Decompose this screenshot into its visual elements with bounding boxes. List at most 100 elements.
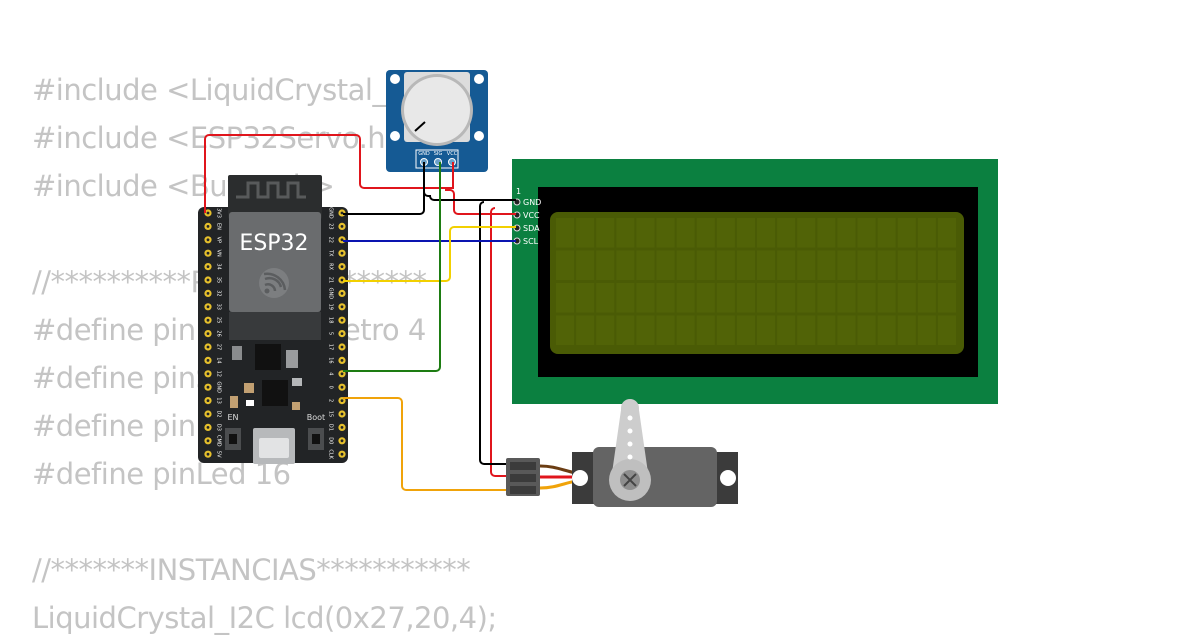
esp32-pin-label: 0	[328, 386, 334, 389]
potentiometer-pin-label: SIG	[434, 151, 443, 157]
lcd-cell	[917, 283, 936, 313]
lcd-cell	[576, 250, 595, 280]
esp32-pin-label: RX	[328, 263, 334, 270]
boot-label: Boot	[307, 413, 325, 422]
lcd-cell	[817, 250, 836, 280]
lcd-cell	[917, 218, 936, 248]
lcd-cell	[736, 315, 755, 345]
esp32-pin-label: 18	[328, 317, 334, 323]
lcd-cell	[857, 315, 876, 345]
lcd-cell	[656, 283, 675, 313]
esp32-pin-label: 26	[216, 330, 222, 336]
lcd-cell	[797, 218, 816, 248]
code-line: #include <ESP32Servo.h>	[32, 121, 409, 155]
lcd-cell	[757, 250, 776, 280]
wire-lcd-sda	[343, 226, 516, 282]
lcd-cell	[937, 315, 956, 345]
esp32-pin-label: GND	[328, 207, 334, 219]
lcd-cell	[636, 250, 655, 280]
esp32-pin-label: 13	[216, 397, 222, 403]
servo-motor[interactable]	[506, 399, 738, 507]
lcd-cell	[817, 315, 836, 345]
esp32-pin-label: 34	[216, 263, 222, 269]
lcd-cell	[716, 218, 735, 248]
lcd-cell	[636, 315, 655, 345]
lcd-cell	[837, 283, 856, 313]
lcd-cell	[917, 250, 936, 280]
lcd-cell	[837, 250, 856, 280]
lcd-cell	[817, 283, 836, 313]
lcd-cell	[716, 283, 735, 313]
potentiometer-module[interactable]: GND SIG VCC	[386, 70, 488, 172]
esp32-pin-label: VN	[215, 250, 221, 257]
esp32-pin-label: 4	[328, 372, 334, 375]
esp32-pin-label: 27	[216, 344, 222, 350]
servo-horn[interactable]	[621, 399, 639, 417]
lcd-cell	[596, 218, 615, 248]
code-line: #define pinPotenciometro 4	[32, 313, 426, 347]
esp32-board[interactable]: ESP32 EN Boot 3V3ENVPVN34353233252627141…	[198, 175, 348, 464]
lcd-cell	[616, 315, 635, 345]
lcd-cell	[777, 315, 796, 345]
esp32-pin-label: D1	[328, 424, 334, 431]
lcd-character-grid	[556, 218, 956, 345]
lcd-cell	[877, 218, 896, 248]
lcd-cell	[676, 250, 695, 280]
lcd-cell	[736, 250, 755, 280]
lcd-cell	[837, 218, 856, 248]
lcd-cell	[576, 218, 595, 248]
esp32-pin-label: 33	[216, 304, 222, 310]
wire-servo-gnd	[479, 201, 512, 465]
lcd-pin1-label: 1	[516, 187, 521, 196]
wire-pot-sig	[343, 162, 441, 372]
lcd-pin-label: SCL	[523, 237, 539, 246]
lcd-cell	[797, 283, 816, 313]
esp32-pin-label: 32	[216, 290, 222, 296]
lcd-cell	[596, 250, 615, 280]
esp32-pin-label: 35	[216, 277, 222, 283]
esp32-pin-label: CMD	[216, 435, 222, 447]
lcd-cell	[696, 250, 715, 280]
lcd-cell	[556, 315, 575, 345]
lcd-cell	[576, 283, 595, 313]
lcd-cell	[656, 250, 675, 280]
lcd-cell	[777, 250, 796, 280]
esp32-pin-label: 14	[216, 357, 222, 363]
esp32-pin-label: 16	[328, 357, 334, 363]
esp32-pin-label: 22	[328, 237, 334, 243]
esp32-pin-label: CLK	[328, 449, 334, 459]
lcd-cell	[777, 283, 796, 313]
potentiometer-pin-label: VCC	[447, 151, 458, 157]
lcd-cell	[556, 250, 575, 280]
lcd-cell	[877, 250, 896, 280]
lcd-cell	[897, 250, 916, 280]
lcd-cell	[656, 218, 675, 248]
lcd-cell	[656, 315, 675, 345]
lcd-cell	[716, 315, 735, 345]
esp32-pin-label: 21	[328, 277, 334, 283]
esp32-pin-label: D3	[216, 424, 222, 431]
lcd-cell	[917, 315, 936, 345]
potentiometer-knob[interactable]	[404, 77, 470, 143]
lcd-cell	[696, 218, 715, 248]
lcd-cell	[736, 283, 755, 313]
esp32-pin-label: 25	[216, 317, 222, 323]
lcd-cell	[777, 218, 796, 248]
lcd-cell	[616, 283, 635, 313]
espressif-logo	[259, 268, 289, 298]
lcd-cell	[696, 283, 715, 313]
lcd-pin-label: VCC	[523, 211, 540, 220]
esp32-pin-label: D2	[216, 410, 222, 417]
lcd-cell	[736, 218, 755, 248]
esp32-pin-label: 5	[328, 332, 334, 335]
esp32-pin-label: D0	[328, 437, 334, 444]
lcd-cell	[676, 218, 695, 248]
wire-esp-gnd	[343, 162, 425, 215]
lcd-cell	[596, 315, 615, 345]
potentiometer-pin-label: GND	[418, 151, 430, 157]
wire-lcd-vcc	[445, 189, 516, 215]
